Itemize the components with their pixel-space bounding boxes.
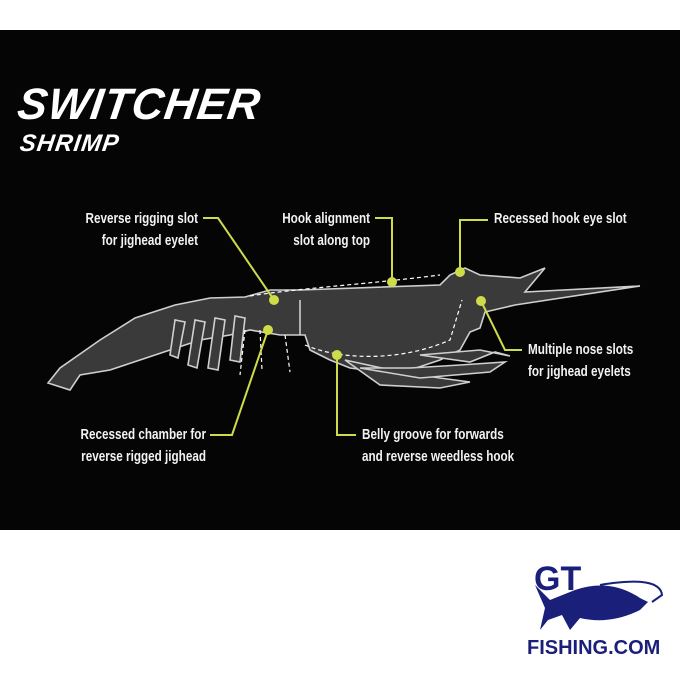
callout-recessed-chamber: Recessed chamber for reverse rigged jigh… <box>61 424 206 468</box>
callout-line: for jighead eyelet <box>101 232 198 249</box>
callout-line: for jighead eyelets <box>528 363 631 380</box>
callout-line: Recessed chamber for <box>80 426 206 443</box>
logo-fishing-com-text: FISHING.COM <box>527 637 661 659</box>
callout-multiple-nose-slots: Multiple nose slots for jighead eyelets <box>528 339 633 383</box>
shrimp-body <box>46 267 641 391</box>
callout-dots <box>263 267 486 360</box>
callout-line: and reverse weedless hook <box>362 448 515 465</box>
callout-line: Recessed hook eye slot <box>494 210 627 227</box>
callout-line: Hook alignment <box>282 210 370 227</box>
logo-gt-text: GT <box>534 560 582 598</box>
logo-fish-icon <box>535 580 664 630</box>
callout-line: Reverse rigging slot <box>85 210 198 227</box>
callout-reverse-rigging-slot: Reverse rigging slot for jighead eyelet <box>75 208 198 252</box>
callout-line: Belly groove for forwards <box>362 426 504 443</box>
callout-leaders <box>203 217 522 436</box>
hidden-slots-dashed <box>239 274 463 376</box>
callout-line: Multiple nose slots <box>528 341 634 358</box>
callout-line: reverse rigged jighead <box>81 448 206 465</box>
callout-recessed-hook-eye-slot: Recessed hook eye slot <box>494 208 627 230</box>
diagram-panel: SWITCHER SHRIMP <box>0 30 680 530</box>
callout-belly-groove: Belly groove for forwards and reverse we… <box>362 424 514 468</box>
callout-line: slot along top <box>293 232 370 249</box>
callout-hook-alignment-slot: Hook alignment slot along top <box>269 208 370 252</box>
